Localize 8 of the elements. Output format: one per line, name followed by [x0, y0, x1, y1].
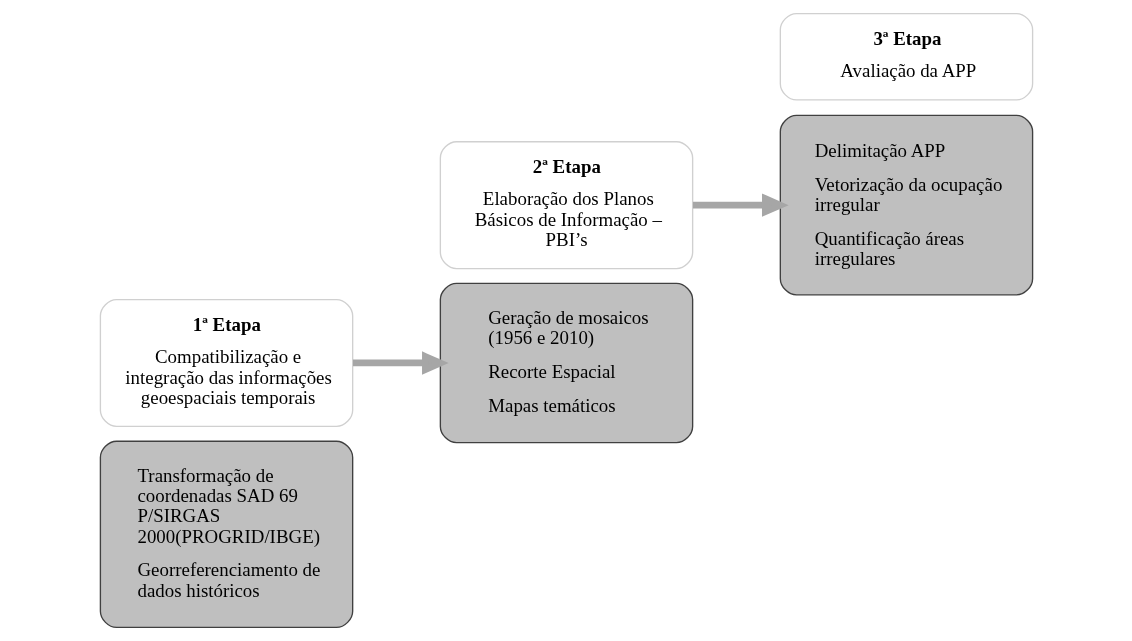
- node-box: 3ª Etapa Avaliação da APP: [779, 12, 1033, 101]
- node-box: 1ª Etapa Compatibilização e integração das informações geoespaciais temporais: [99, 298, 353, 428]
- node-box: 2ª Etapa Elaboração dos Planos Básicos de Informação – PBI’s: [439, 141, 693, 270]
- arrow: [692, 193, 789, 217]
- node-box: Transformação de coordenadas SAD 69 P/SIRGAS 2000(PROGRID/IBGE) Georreferenciamento de dados históricos: [99, 440, 353, 629]
- node-box: Delimitação APP Vetorização da ocupação irregular Quantificação áreas irregulares: [779, 114, 1033, 296]
- node-box: Geração de mosaicos (1956 e 2010) Recorte Espacial Mapas temáticos: [439, 282, 693, 444]
- arrow: [352, 351, 449, 375]
